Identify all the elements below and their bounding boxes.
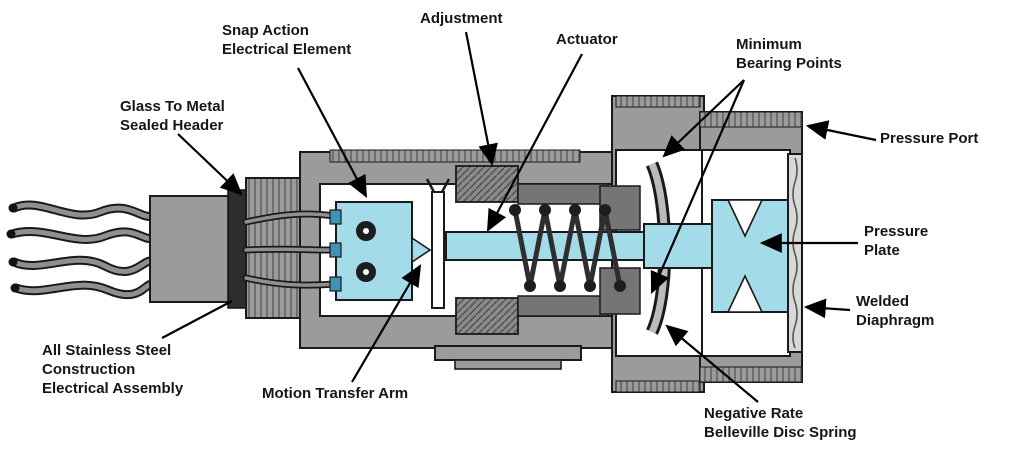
label-pressure-port: Pressure Port	[880, 130, 978, 149]
element-plunger	[411, 236, 432, 264]
label-pressure-plate-line2: Plate	[864, 241, 900, 259]
wire-holder	[149, 195, 231, 303]
leader-belleville	[665, 324, 759, 403]
bottom-bracket	[434, 345, 582, 370]
label-min-bearing: Minimum Bearing Points	[736, 36, 842, 74]
leader-adjustment	[464, 31, 498, 167]
label-adjustment-line1: Adjustment	[420, 10, 503, 27]
label-stainless-line2: Construction	[42, 360, 136, 378]
label-welded-diaphragm: Welded Diaphragm	[856, 293, 934, 331]
leader-min-bearing-bottom	[650, 79, 746, 295]
adjustment-screw	[455, 165, 609, 335]
welded-diaphragm	[787, 153, 803, 353]
label-motion-arm: Motion Transfer Arm	[262, 385, 408, 404]
leader-actuator	[486, 53, 583, 232]
leader-welded-diaphragm	[803, 298, 851, 319]
snap-action-element	[329, 201, 432, 301]
label-stainless: All Stainless Steel Construction Electri…	[42, 342, 183, 398]
label-motion-arm-line1: Motion Transfer Arm	[262, 385, 409, 402]
label-glass-header-line1: Glass To Metal	[120, 98, 225, 115]
label-belleville-line1: Negative Rate	[704, 405, 804, 422]
label-stainless-line1: All Stainless Steel	[42, 342, 172, 359]
leader-snap-action	[297, 67, 368, 198]
leader-glass-header	[177, 133, 243, 196]
label-actuator: Actuator	[556, 31, 618, 50]
label-adjustment: Adjustment	[420, 10, 503, 29]
leader-motion-arm	[351, 264, 422, 383]
range-spring	[509, 204, 626, 292]
label-welded-diaphragm-line2: Diaphragm	[856, 311, 935, 329]
label-min-bearing-line1: Minimum	[736, 36, 802, 53]
label-welded-diaphragm-line1: Welded	[856, 293, 910, 310]
label-glass-header-line2: Sealed Header	[120, 116, 224, 134]
label-glass-header: Glass To Metal Sealed Header	[120, 98, 225, 136]
label-pressure-plate-line1: Pressure	[864, 223, 929, 240]
label-snap-action-line1: Snap Action	[222, 22, 309, 39]
label-snap-action: Snap Action Electrical Element	[222, 22, 351, 60]
label-belleville: Negative Rate Belleville Disc Spring	[704, 405, 857, 443]
label-min-bearing-line2: Bearing Points	[736, 54, 842, 72]
label-stainless-line3: Electrical Assembly	[42, 379, 184, 397]
leader-pressure-port	[805, 120, 877, 142]
internal-wires	[242, 210, 338, 289]
leader-min-bearing-top	[662, 79, 745, 158]
label-belleville-line2: Belleville Disc Spring	[704, 423, 857, 441]
label-snap-action-line2: Electrical Element	[222, 40, 352, 58]
pressure-plate	[643, 199, 791, 313]
label-pressure-port-line1: Pressure Port	[880, 130, 979, 147]
label-pressure-plate: Pressure Plate	[864, 223, 928, 261]
lead-wires	[6, 200, 159, 300]
label-actuator-line1: Actuator	[556, 31, 618, 48]
leader-stainless	[161, 300, 233, 339]
motion-transfer-arm	[425, 178, 451, 309]
